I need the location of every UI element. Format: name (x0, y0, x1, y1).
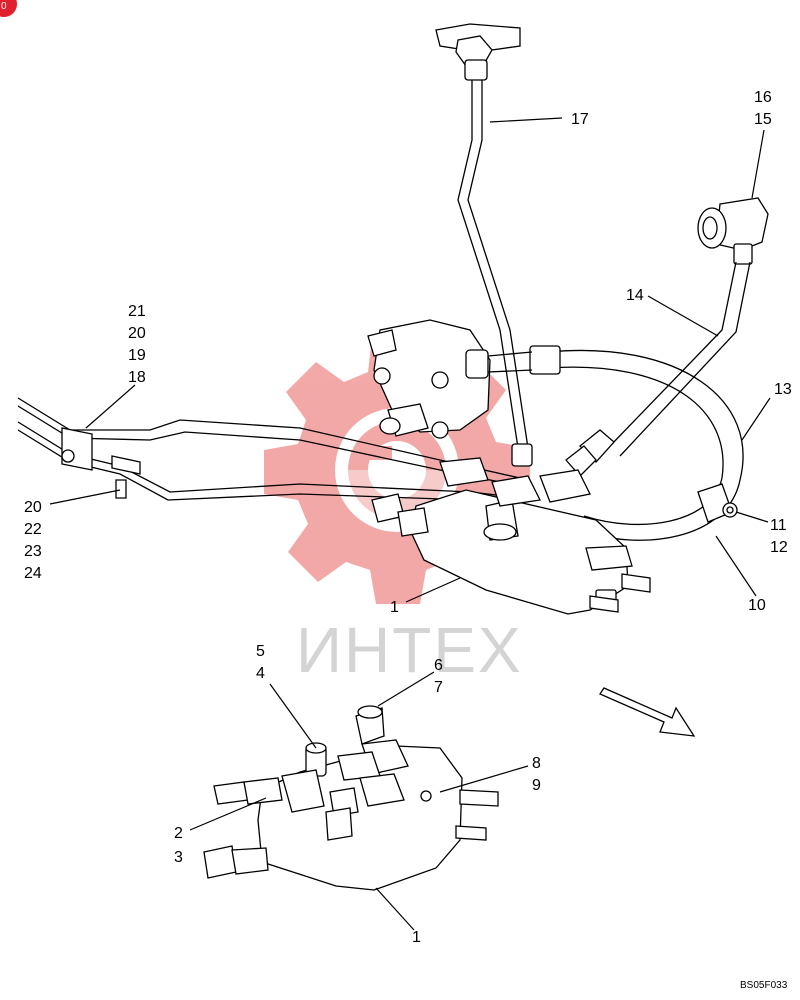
pilot-lines-18-24 (17, 397, 541, 511)
callout-21: 21 (128, 303, 146, 320)
callout-15: 15 (754, 111, 772, 128)
callout-13: 13 (774, 381, 792, 398)
callout-9: 9 (532, 777, 541, 794)
callout-20-bottom: 20 (24, 499, 42, 516)
clamp-10-11-12 (697, 483, 738, 523)
leaders-upper (49, 117, 771, 603)
callout-4: 4 (256, 665, 265, 682)
corner-badge: 0 (0, 0, 17, 17)
tube-17 (435, 23, 533, 467)
callout-2: 2 (174, 825, 183, 842)
callout-5: 5 (256, 643, 265, 660)
callout-19: 19 (128, 347, 146, 364)
callout-18: 18 (128, 369, 146, 386)
callout-8: 8 (532, 755, 541, 772)
callout-14: 14 (626, 287, 644, 304)
callout-23: 23 (24, 543, 42, 560)
control-valve-upper (371, 457, 651, 615)
callout-10: 10 (748, 597, 766, 614)
direction-arrow (599, 687, 696, 737)
elbow-fitting-15-16 (697, 197, 769, 265)
callout-labels: 17 16 15 14 13 21 20 19 18 20 22 23 24 1… (24, 89, 792, 946)
pump-housing (367, 319, 533, 439)
callout-1-lower: 1 (412, 929, 421, 946)
lower-valve-assembly (189, 671, 529, 931)
watermark-text: ИНТЕХ (296, 614, 523, 686)
callout-20-top: 20 (128, 325, 146, 342)
hose-13 (529, 345, 744, 541)
callout-12: 12 (770, 539, 788, 556)
callout-11: 11 (770, 517, 787, 534)
callout-17: 17 (571, 111, 589, 128)
upper-assembly (17, 23, 771, 615)
drawing-code: BS05F033 (740, 980, 788, 991)
callout-24: 24 (24, 565, 42, 582)
callout-16: 16 (754, 89, 772, 106)
callout-6: 6 (434, 657, 443, 674)
callout-3: 3 (174, 849, 183, 866)
callout-7: 7 (434, 679, 443, 696)
tube-14 (565, 261, 751, 477)
callout-22: 22 (24, 521, 42, 538)
corner-badge-text: 0 (1, 1, 7, 12)
callout-1-upper: 1 (390, 599, 399, 616)
